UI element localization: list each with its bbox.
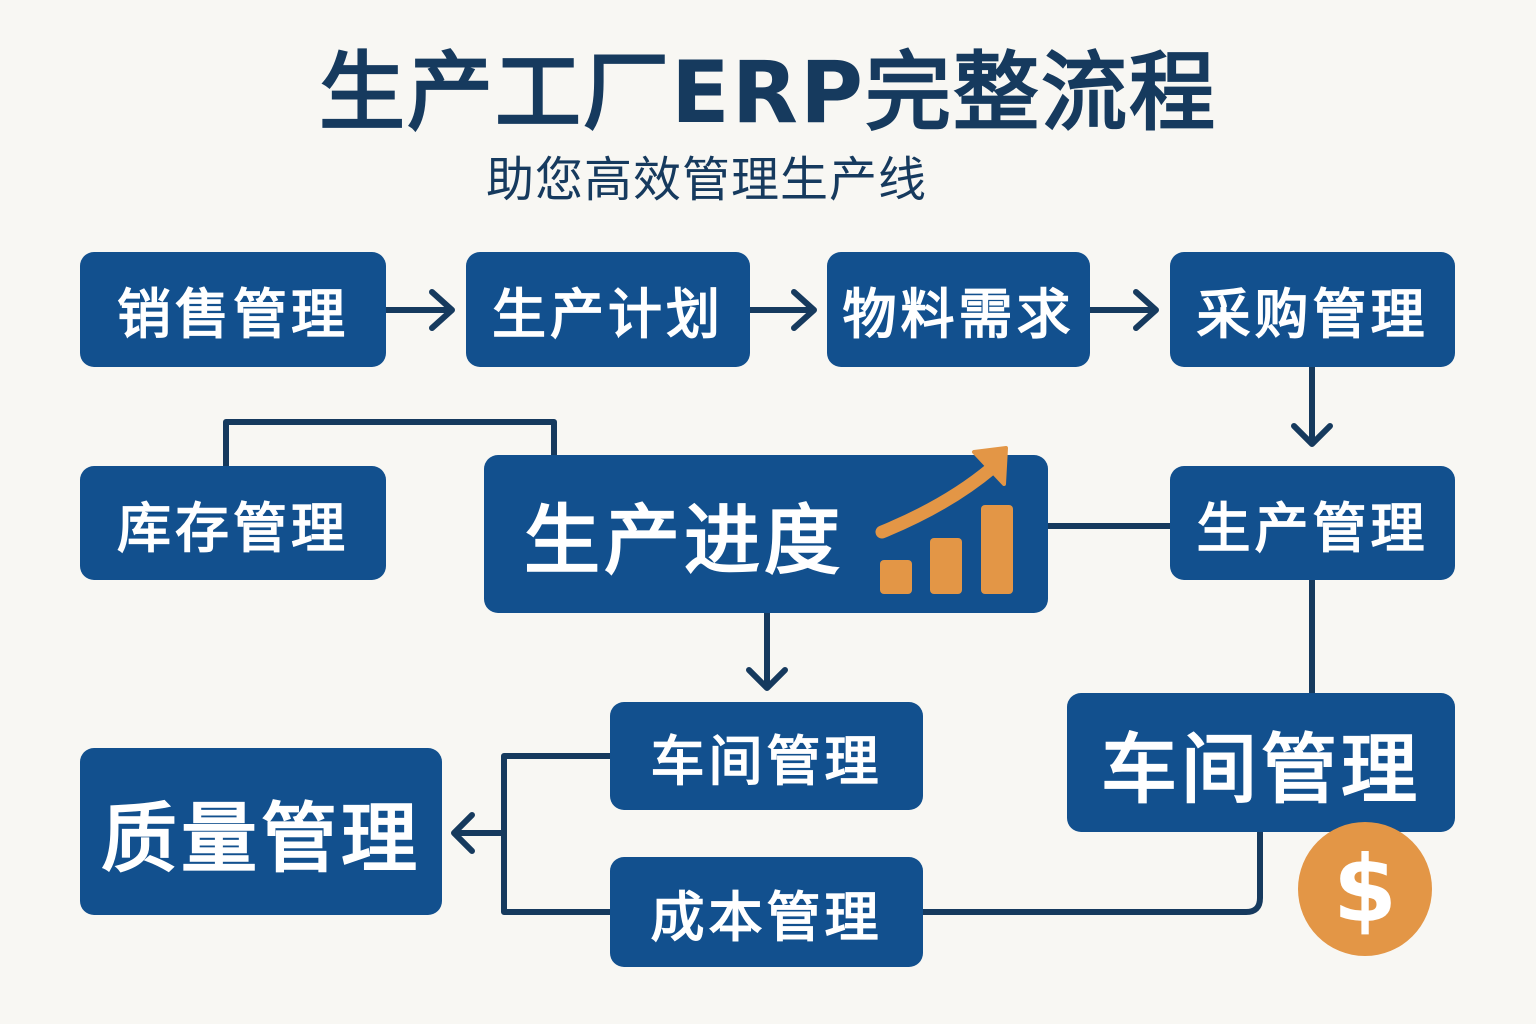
node-production-plan[interactable]: 生产计划	[466, 252, 750, 367]
connector-workshop-right-to-cost	[919, 829, 1263, 915]
dollar-coin-icon: $	[1298, 822, 1432, 956]
chart-icon-bar-3	[981, 505, 1013, 594]
arrow-procurement-to-production-management	[1291, 364, 1333, 447]
connector-inventory-to-progress	[223, 419, 557, 469]
node-inventory-management[interactable]: 库存管理	[80, 466, 386, 580]
arrow-sales-to-plan	[383, 289, 455, 331]
node-production-management[interactable]: 生产管理	[1170, 466, 1455, 580]
arrow-bracket-to-quality	[451, 812, 507, 854]
arrow-material-to-procurement	[1087, 289, 1159, 331]
node-production-progress[interactable]: 生产进度	[484, 455, 1048, 613]
node-sales-management[interactable]: 销售管理	[80, 252, 386, 367]
chart-icon-bar-2	[930, 538, 962, 594]
page-subtitle: 助您高效管理生产线	[486, 152, 928, 208]
page-title: 生产工厂ERP完整流程	[319, 43, 1217, 143]
node-workshop-management-right[interactable]: 车间管理	[1067, 693, 1455, 832]
chart-icon-trend-arrow	[875, 461, 999, 539]
growth-bar-chart-icon	[875, 446, 1013, 594]
node-material-requirements[interactable]: 物料需求	[827, 252, 1090, 367]
node-cost-management[interactable]: 成本管理	[610, 857, 923, 967]
arrow-plan-to-material	[747, 289, 817, 331]
chart-icon-bar-1	[880, 560, 912, 594]
node-procurement-management[interactable]: 采购管理	[1170, 252, 1455, 367]
node-quality-management[interactable]: 质量管理	[80, 748, 442, 915]
arrow-progress-to-workshop	[746, 609, 788, 691]
chart-icon-arrowhead	[972, 446, 1008, 486]
node-workshop-management-center[interactable]: 车间管理	[610, 702, 923, 810]
dollar-symbol: $	[1332, 835, 1397, 943]
connector-workshop-cost-bracket	[501, 753, 613, 915]
